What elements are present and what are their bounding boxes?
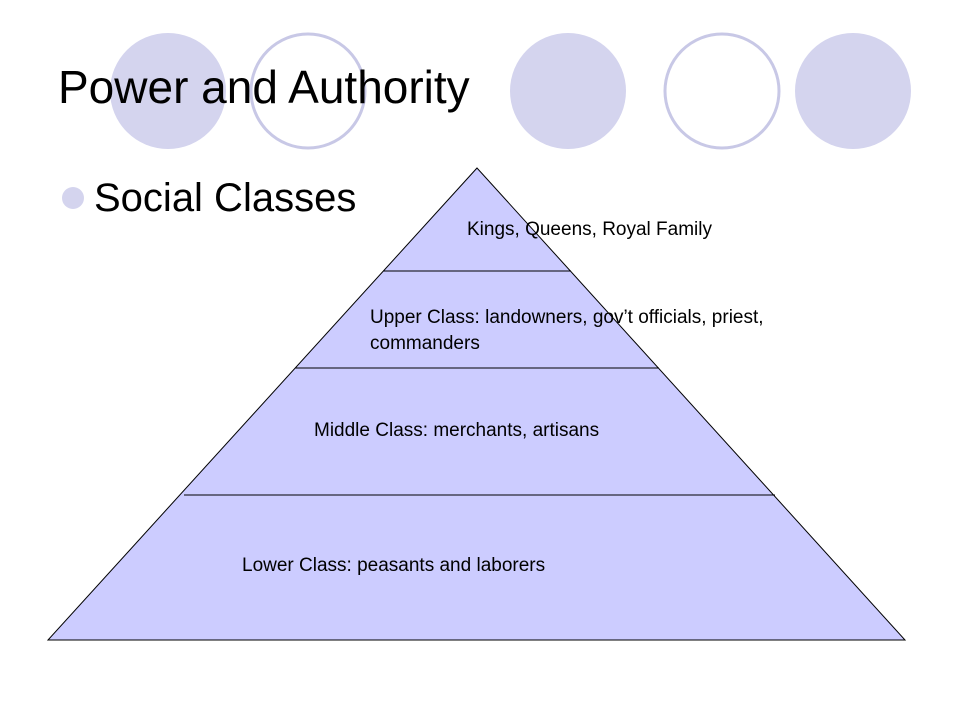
header-decoration <box>110 32 911 150</box>
bullet-dot-icon <box>62 187 84 209</box>
decor-circle-1 <box>110 33 226 149</box>
decor-circle-3 <box>510 33 626 149</box>
tier-label-upper-line2: commanders <box>370 332 480 354</box>
bullet-item: Social Classes <box>62 176 356 220</box>
pyramid-shape <box>46 167 907 641</box>
slide-title: Power and Authority <box>58 61 470 113</box>
tier-label-upper: Upper Class: landowners, gov’t officials… <box>370 305 764 356</box>
tier-label-lower: Lower Class: peasants and laborers <box>242 555 546 576</box>
bullet-text: Social Classes <box>94 176 357 220</box>
tier-label-top: Kings, Queens, Royal Family <box>467 219 712 240</box>
decor-circle-2 <box>249 32 367 150</box>
tier-label-middle: Middle Class: merchants, artisans <box>314 420 600 441</box>
decor-circle-4 <box>663 32 781 150</box>
decor-circle-5 <box>795 33 911 149</box>
tier-label-upper-line1: Upper Class: landowners, gov’t officials… <box>370 307 764 328</box>
